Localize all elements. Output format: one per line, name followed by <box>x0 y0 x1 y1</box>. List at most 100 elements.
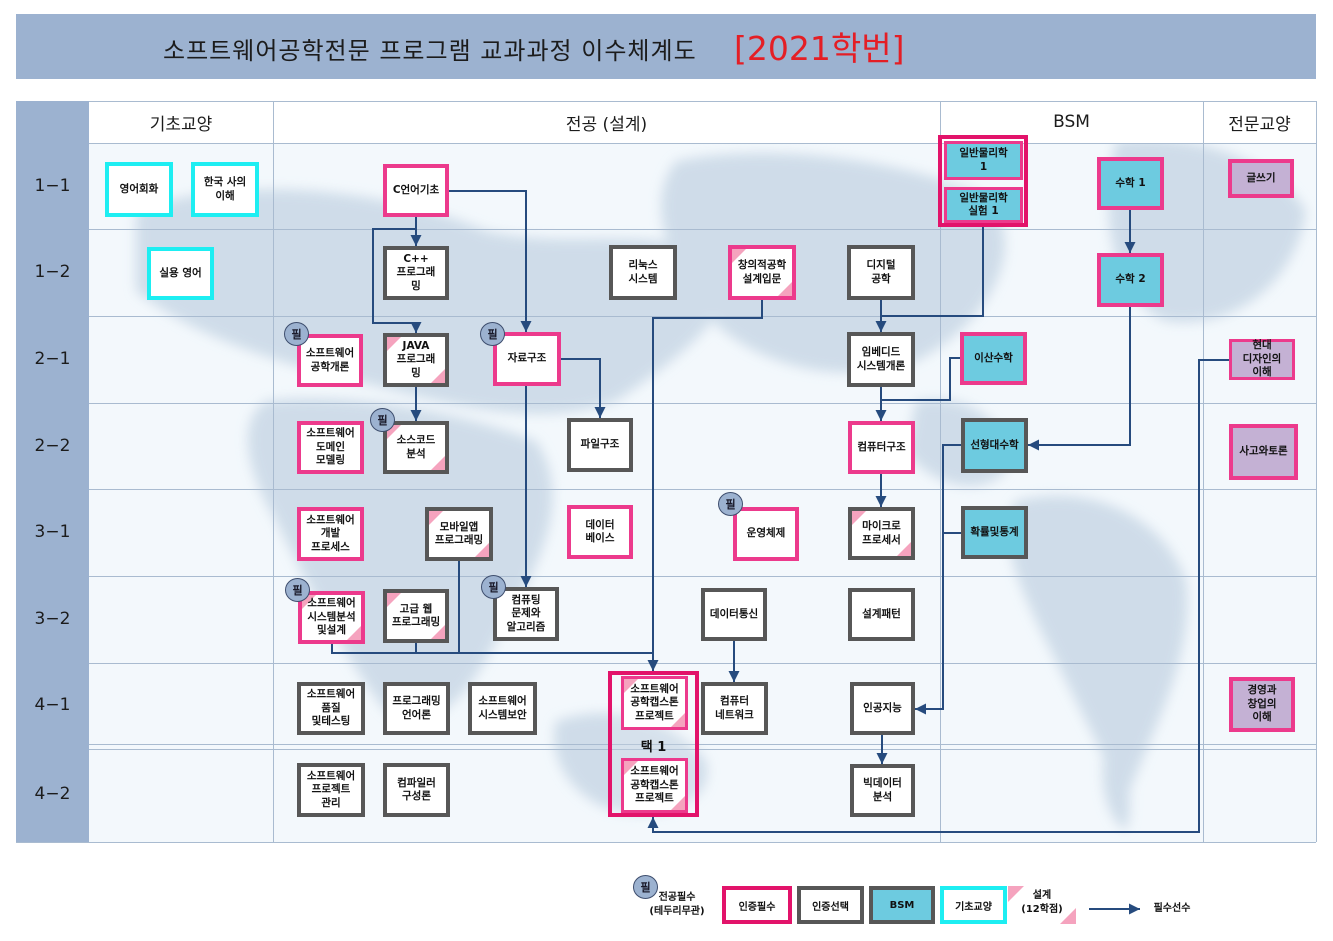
course-label: C언어기초 <box>392 183 440 196</box>
course-label: 확률및통계 <box>970 525 1019 538</box>
course-general-physics-lab-1: 일반물리학 실험 1 <box>944 187 1023 223</box>
semester-label: 4−1 <box>34 695 71 715</box>
course-linear-algebra: 선형대수학 <box>961 418 1028 473</box>
course-label: C++ 프로그래 밍 <box>396 252 436 292</box>
course-label: 컴파일러 구성론 <box>397 776 436 802</box>
course-math-1: 수학 1 <box>1097 157 1164 210</box>
course-discrete-math: 이산수학 <box>960 332 1027 385</box>
legend-cert-elective: 인증선택 <box>797 886 864 924</box>
course-label: 운영체제 <box>746 527 786 540</box>
course-label: 소프트웨어 공학개론 <box>305 347 355 373</box>
legend-cert-required: 인증필수 <box>722 886 792 924</box>
course-compiler-construction: 컴파일러 구성론 <box>383 763 450 817</box>
course-label: 고급 웹 프로그래밍 <box>391 602 441 628</box>
course-label: 소프트웨어 도메인 모델링 <box>306 427 355 467</box>
course-label: 설계패턴 <box>862 607 901 620</box>
course-cpp-programming: C++ 프로그래 밍 <box>383 246 449 300</box>
course-operating-systems: 운영체제 <box>733 507 799 561</box>
legend-bsm: BSM <box>869 886 935 924</box>
grid-line <box>89 143 1316 144</box>
course-software-quality-testing: 소프트웨어 품질 및테스팅 <box>297 682 365 735</box>
course-artificial-intelligence: 인공지능 <box>850 682 915 735</box>
course-practical-english: 실용 영어 <box>147 247 214 300</box>
course-computer-architecture: 컴퓨터구조 <box>848 421 915 474</box>
column-header-major: 전공 (설계) <box>565 114 648 135</box>
course-programming-languages: 프로그래밍 언어론 <box>383 682 450 735</box>
course-label: 창의적공학 설계입문 <box>737 259 787 285</box>
title-banner: 소프트웨어공학전문 프로그램 교과과정 이수체계도 [2021학번] <box>16 14 1316 79</box>
course-math-2: 수학 2 <box>1097 253 1164 307</box>
course-label: 자료구조 <box>507 352 547 365</box>
course-label: 인공지능 <box>863 701 902 714</box>
course-label: 마이크로 프로세서 <box>862 520 901 546</box>
course-general-physics-1: 일반물리학 1 <box>944 141 1023 180</box>
course-label: 이산수학 <box>974 351 1013 364</box>
grid-line <box>1316 101 1317 842</box>
course-system-analysis-design: 소프트웨어 시스템분석 및설계 <box>298 591 365 644</box>
course-java-programming: JAVA 프로그래 밍 <box>383 333 449 387</box>
course-label: 일반물리학 1 <box>959 147 1008 173</box>
course-label: 리눅스 시스템 <box>628 259 658 285</box>
course-label: 빅데이터 분석 <box>863 777 902 803</box>
course-c-basics: C언어기초 <box>383 164 449 217</box>
course-label: 소스코드 분석 <box>396 434 436 460</box>
course-business-startup: 경영과 창업의 이해 <box>1229 677 1295 732</box>
course-computer-network: 컴퓨터 네트워크 <box>701 682 768 735</box>
legend-major-required-text: 전공필수 (테두리무관) <box>649 892 705 917</box>
course-source-code-analysis: 소스코드 분석 <box>383 421 449 474</box>
course-label: 실용 영어 <box>159 266 202 279</box>
course-dev-process: 소프트웨어 개발 프로세스 <box>297 507 364 561</box>
semester-label: 1−2 <box>34 262 71 282</box>
grid-line <box>89 101 1316 102</box>
legend-prerequisite-text: 필수선수 <box>1153 903 1191 914</box>
semester-label: 1−1 <box>34 176 71 196</box>
legend-basic-liberal: 기초교양 <box>940 886 1007 924</box>
grid-line <box>1203 101 1204 842</box>
major-required-badge: 필 <box>480 322 505 346</box>
course-label: 소프트웨어 품질 및테스팅 <box>306 688 356 728</box>
major-required-badge: 필 <box>284 322 309 346</box>
course-label: 컴퓨팅 문제와 알고리즘 <box>506 593 546 633</box>
legend-major-required-badge: 필 <box>633 875 658 899</box>
course-big-data-analysis: 빅데이터 분석 <box>850 764 915 817</box>
column-header-bsm: BSM <box>1053 112 1090 132</box>
course-microprocessor: 마이크로 프로세서 <box>848 507 915 560</box>
course-computing-problems-algorithms: 컴퓨팅 문제와 알고리즘 <box>493 587 559 641</box>
course-data-communication: 데이터통신 <box>701 588 767 641</box>
grid-line <box>16 842 1316 843</box>
course-korean-history: 한국 사의 이해 <box>191 162 259 217</box>
course-label: 프로그래밍 언어론 <box>392 695 441 721</box>
course-modern-design: 현대 디자인의 이해 <box>1229 339 1295 380</box>
course-label: 컴퓨터구조 <box>857 440 906 453</box>
course-label: 현대 디자인의 이해 <box>1242 339 1282 379</box>
course-label: 한국 사의 이해 <box>203 176 247 202</box>
course-embedded-systems: 임베디드 시스템개론 <box>847 332 915 387</box>
course-label: 데이터통신 <box>709 607 759 620</box>
course-database: 데이터 베이스 <box>567 505 633 559</box>
legend-design-triangle-icon <box>1060 908 1076 924</box>
semester-column <box>16 101 89 842</box>
course-label: 데이터 베이스 <box>585 518 615 544</box>
legend-design-triangle-icon <box>1008 886 1024 902</box>
semester-label: 3−2 <box>34 609 71 629</box>
course-linux-system: 리눅스 시스템 <box>609 245 677 300</box>
course-advanced-web-programming: 고급 웹 프로그래밍 <box>383 589 449 643</box>
course-digital-engineering: 디지털 공학 <box>847 245 915 300</box>
course-design-patterns: 설계패턴 <box>848 588 915 641</box>
course-label: 수학 1 <box>1115 176 1146 189</box>
grid-line <box>273 101 274 842</box>
choose-one-label: 택 1 <box>640 740 667 755</box>
legend-design-text: 설계 (12학점) <box>1021 890 1063 915</box>
course-thinking-debate: 사고와토론 <box>1229 424 1298 480</box>
course-label: 소프트웨어 공학캡스톤 프로젝트 <box>630 682 679 722</box>
course-label: 사고와토론 <box>1239 445 1288 458</box>
grid-line <box>89 229 1316 230</box>
course-project-management: 소프트웨어 프로젝트 관리 <box>297 763 365 817</box>
course-file-structures: 파일구조 <box>567 418 633 472</box>
course-label: 경영과 창업의 이해 <box>1247 684 1277 724</box>
course-english-conversation: 영어회화 <box>105 162 173 217</box>
course-capstone-project-2: 소프트웨어 공학캡스톤 프로젝트 <box>621 758 688 813</box>
course-label: 일반물리학 실험 1 <box>959 191 1008 217</box>
semester-label: 2−2 <box>34 436 71 456</box>
course-label: 임베디드 시스템개론 <box>856 346 906 372</box>
